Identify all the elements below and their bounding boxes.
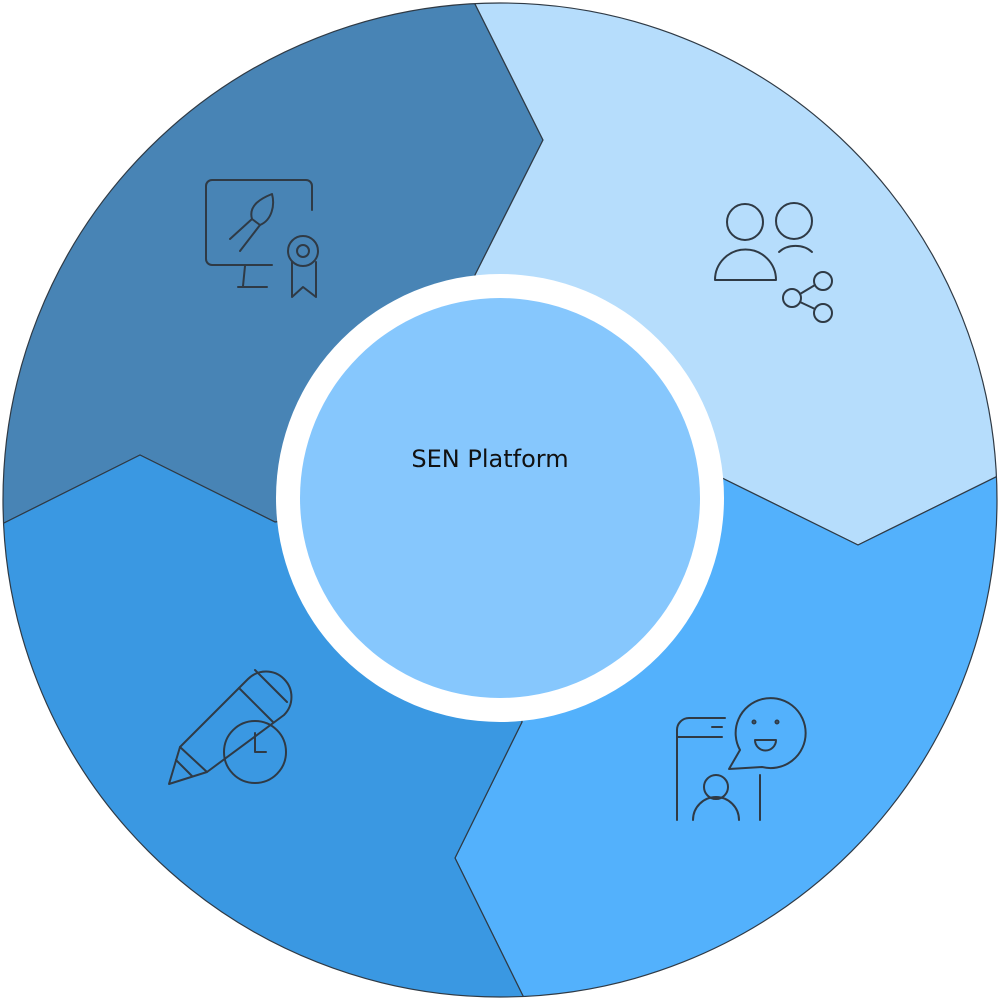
users-share-icon bbox=[714, 202, 833, 323]
center-circle bbox=[300, 298, 700, 698]
phone-chat-user-icon bbox=[676, 697, 807, 821]
monitor-paintbrush-award-icon bbox=[205, 179, 319, 298]
pencil-clock-icon bbox=[168, 669, 293, 785]
center-title: SEN Platform bbox=[411, 445, 569, 473]
